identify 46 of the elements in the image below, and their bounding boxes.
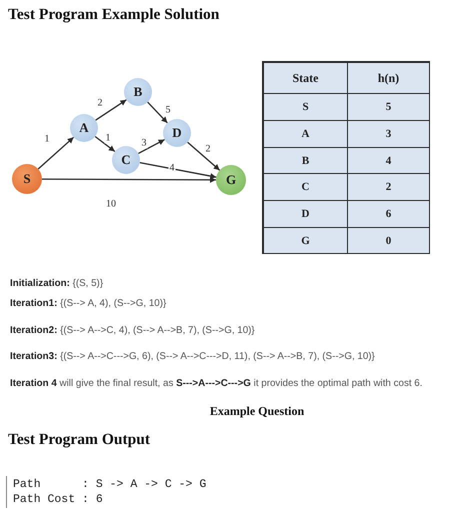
arrow	[38, 136, 74, 170]
state-circle: D	[163, 119, 191, 147]
state-circle: C	[112, 146, 140, 174]
table-cell: 0	[347, 227, 430, 254]
state-circle: S	[12, 164, 42, 194]
edge-label: 2	[204, 144, 212, 154]
section-heading: Test Program Output	[8, 431, 150, 449]
title: Test Program Example Solution	[8, 6, 220, 24]
edge-label: 3	[140, 138, 148, 148]
arrow	[95, 99, 127, 121]
arrow	[147, 102, 168, 124]
table-cell: 2	[347, 173, 430, 201]
subheading: Example Question	[210, 404, 304, 419]
table-cell: G	[263, 227, 348, 254]
table-cell: 5	[347, 93, 430, 121]
edge-label: 4	[168, 162, 176, 174]
iteration-line: Iteration1: {(S--> A, 4), (S-->G, 10)}	[10, 298, 166, 310]
state-circle: G	[216, 165, 246, 195]
table-cell: B	[263, 147, 348, 174]
arrow	[138, 139, 165, 154]
table-cell: C	[263, 173, 348, 201]
table-cell: A	[263, 120, 348, 148]
table-cell: D	[263, 200, 348, 228]
arrow	[187, 142, 220, 171]
table-cell: 6	[347, 200, 430, 228]
edge-label: 1	[44, 134, 50, 144]
table-header-cell: h(n)	[347, 62, 430, 94]
table-cell: S	[263, 93, 348, 121]
iteration-line: Iteration2: {(S--> A-->C, 4), (S--> A-->B, 7), (S-->G, 10)}	[10, 325, 255, 337]
state-circle: A	[70, 114, 98, 142]
code-line: Path : S -> A -> C -> G	[13, 477, 206, 492]
arrow	[94, 136, 116, 152]
edge-label: 5	[164, 104, 172, 116]
result-sentence: Iteration 4 will give the final result, as S--->A--->C--->G it provides the optimal path with cost 6.	[10, 378, 422, 390]
table-header-cell: State	[263, 62, 348, 94]
iteration-line: Iteration3: {(S--> A-->C--->G, 6), (S--> A-->C--->D, 11), (S--> A-->B, 7), (S-->G, 10)}	[10, 351, 375, 363]
table-cell: 4	[347, 147, 430, 174]
edge-label: 1	[104, 132, 112, 144]
edge-label: 10	[105, 198, 117, 210]
edge-label: 2	[96, 98, 104, 108]
code-line: Path Cost : 6	[13, 492, 104, 507]
table-cell: 3	[347, 120, 430, 148]
arrow	[140, 162, 216, 180]
arrow	[42, 176, 216, 183]
state-circle: B	[124, 78, 152, 106]
initialization-line: Initialization: {(S, 5)}	[10, 278, 104, 290]
